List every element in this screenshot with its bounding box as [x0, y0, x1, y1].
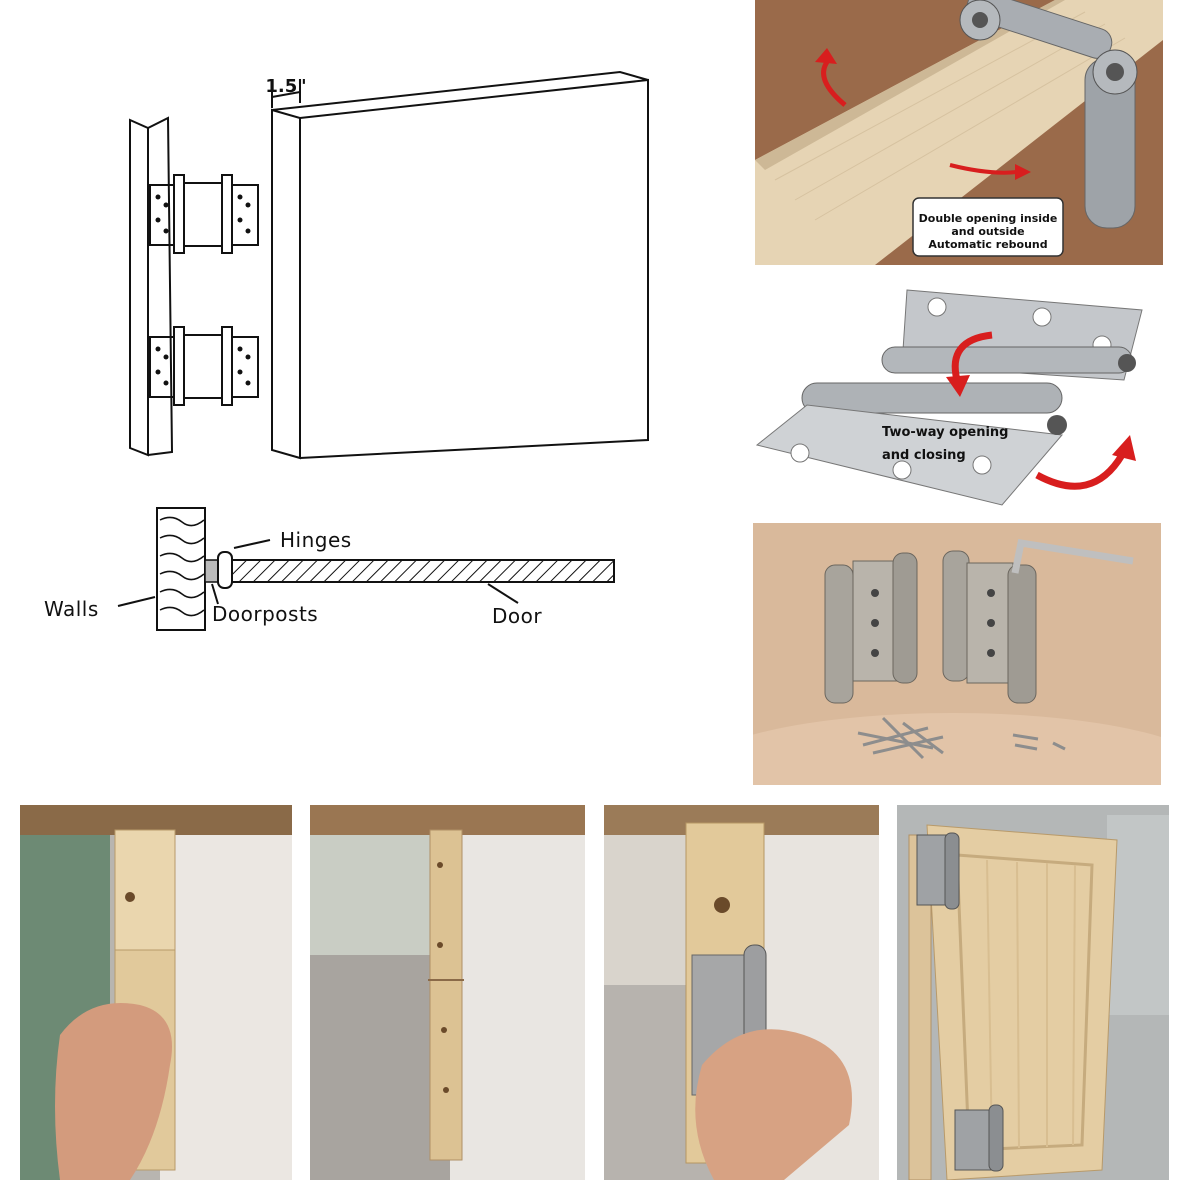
label-door: Door — [492, 604, 542, 628]
rotate-arrow-icon — [951, 331, 993, 381]
photo-install-step-4 — [897, 805, 1169, 1180]
screws-pile — [857, 716, 1066, 760]
caption-line-2: and outside — [951, 225, 1024, 238]
label-hinges: Hinges — [280, 528, 352, 552]
installation-diagram: 1.5" Hinges Wa — [0, 0, 740, 780]
photo-two-way-hinge: Two-way opening and closing — [752, 285, 1162, 507]
photo-install-step-2 — [310, 805, 585, 1180]
hinge-section — [217, 551, 233, 589]
caption-line-3: Automatic rebound — [928, 238, 1047, 251]
door-panel-outline — [299, 78, 649, 459]
photo-hinges-screws — [753, 523, 1161, 785]
wall-section — [156, 507, 206, 631]
label-walls: Walls — [44, 597, 99, 621]
hinge-pair-top — [149, 174, 259, 254]
door-edge-outline — [271, 108, 301, 460]
hinge-right — [942, 550, 1037, 704]
caption-line-1: Double opening inside — [919, 212, 1058, 225]
caption-line-2: and closing — [882, 448, 966, 463]
wood-post — [429, 829, 463, 1161]
hinge-barrel-back — [881, 346, 1133, 374]
door-section — [231, 559, 615, 583]
doorpost-outline — [129, 118, 149, 457]
photo-double-opening: Double opening inside and outside Automa… — [755, 0, 1163, 265]
doorpost-section — [204, 559, 220, 583]
rotate-arrow-icon-2 — [1035, 453, 1126, 490]
caption-line-1: Two-way opening — [882, 425, 1008, 440]
photo-install-step-1 — [20, 805, 292, 1180]
hand — [695, 1029, 852, 1180]
photo-install-step-3 — [604, 805, 879, 1180]
allen-key — [1011, 539, 1134, 574]
hand — [55, 1003, 172, 1180]
arrow-up-icon — [821, 60, 847, 107]
hinge-left — [824, 552, 918, 704]
label-doorposts: Doorposts — [212, 602, 318, 626]
hinge-pair-bottom — [149, 326, 259, 406]
hinge-barrel-front — [801, 382, 1063, 414]
wooden-door — [926, 824, 1118, 1180]
caption-box — [912, 197, 1064, 257]
dimension-label: 1.5" — [265, 76, 306, 97]
arrow-right-icon — [949, 163, 1018, 175]
door-top-wood — [755, 0, 1163, 265]
